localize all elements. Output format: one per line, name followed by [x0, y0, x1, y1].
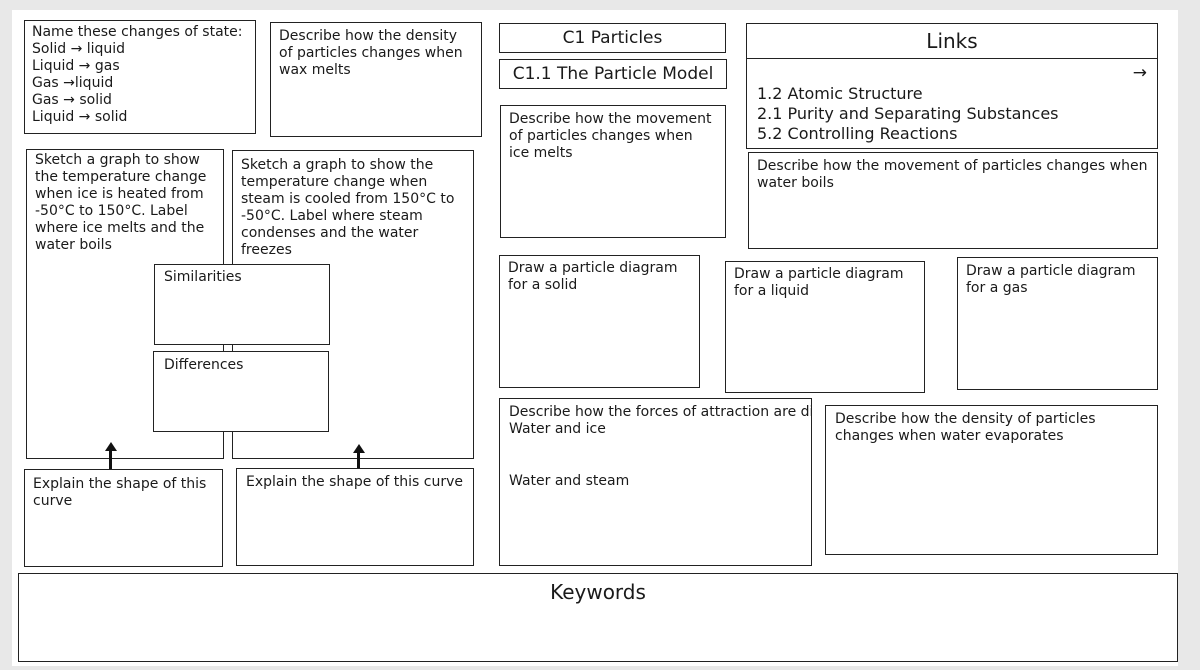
forward-arrow-icon[interactable]: → — [1132, 63, 1147, 83]
similarities-box[interactable]: Similarities — [154, 264, 330, 345]
explain-curve-left-box[interactable]: Explain the shape of this curve — [24, 469, 223, 567]
density-water-prompt: Describe how the density of particles ch… — [835, 411, 1096, 444]
link-item[interactable]: 5.2 Controlling Reactions — [757, 124, 958, 143]
movement-ice-box[interactable]: Describe how the movement of particles c… — [500, 105, 726, 238]
state-changes-box[interactable]: Name these changes of state: Solid → liq… — [24, 20, 256, 134]
keywords-heading: Keywords — [550, 580, 646, 604]
up-arrow-icon — [104, 442, 117, 470]
forces-part-steam: Water and steam — [509, 473, 630, 489]
diagram-gas-prompt: Draw a particle diagram for a gas — [966, 263, 1136, 296]
explain-curve-right-prompt: Explain the shape of this curve — [246, 474, 463, 490]
density-wax-box[interactable]: Describe how the density of particles ch… — [270, 22, 482, 137]
state-change-item: Gas →liquid — [32, 75, 114, 91]
page-title: C1 Particles — [562, 28, 663, 48]
links-header-box: Links — [746, 23, 1158, 59]
diagram-liquid-box[interactable]: Draw a particle diagram for a liquid — [725, 261, 925, 393]
density-wax-prompt: Describe how the density of particles ch… — [279, 28, 463, 78]
explain-curve-left-prompt: Explain the shape of this curve — [33, 476, 207, 509]
density-water-box[interactable]: Describe how the density of particles ch… — [825, 405, 1158, 555]
state-change-item: Solid → liquid — [32, 41, 126, 57]
link-item[interactable]: 1.2 Atomic Structure — [757, 84, 923, 103]
state-change-item: Liquid → solid — [32, 109, 128, 125]
forces-box[interactable]: Describe how the forces of attraction ar… — [499, 398, 812, 566]
differences-box[interactable]: Differences — [153, 351, 329, 432]
diagram-solid-prompt: Draw a particle diagram for a solid — [508, 260, 678, 293]
forces-heading: Describe how the forces of attraction ar… — [509, 404, 811, 420]
graph-cooling-prompt: Sketch a graph to show the temperature c… — [241, 157, 455, 258]
subtitle-box: C1.1 The Particle Model — [499, 59, 727, 89]
forces-part-ice: Water and ice — [509, 421, 606, 437]
page-subtitle: C1.1 The Particle Model — [512, 64, 714, 84]
diagram-gas-box[interactable]: Draw a particle diagram for a gas — [957, 257, 1158, 390]
diagram-solid-box[interactable]: Draw a particle diagram for a solid — [499, 255, 700, 388]
state-change-item: Gas → solid — [32, 92, 112, 108]
up-arrow-icon — [352, 444, 365, 473]
graph-heating-prompt: Sketch a graph to show the temperature c… — [35, 152, 207, 253]
diagram-liquid-prompt: Draw a particle diagram for a liquid — [734, 266, 904, 299]
movement-water-box[interactable]: Describe how the movement of particles c… — [748, 152, 1158, 249]
state-change-item: Liquid → gas — [32, 58, 120, 74]
explain-curve-right-box[interactable]: Explain the shape of this curve — [236, 468, 474, 566]
differences-label: Differences — [164, 357, 244, 373]
links-heading: Links — [926, 29, 978, 53]
keywords-box[interactable]: Keywords — [18, 573, 1178, 662]
movement-water-prompt: Describe how the movement of particles c… — [757, 158, 1148, 191]
similarities-label: Similarities — [164, 269, 242, 285]
link-item[interactable]: 2.1 Purity and Separating Substances — [757, 104, 1059, 123]
title-box: C1 Particles — [499, 23, 726, 53]
movement-ice-prompt: Describe how the movement of particles c… — [509, 111, 712, 161]
links-box[interactable]: → 1.2 Atomic Structure 2.1 Purity and Se… — [746, 58, 1158, 149]
state-changes-heading: Name these changes of state: — [32, 24, 243, 40]
